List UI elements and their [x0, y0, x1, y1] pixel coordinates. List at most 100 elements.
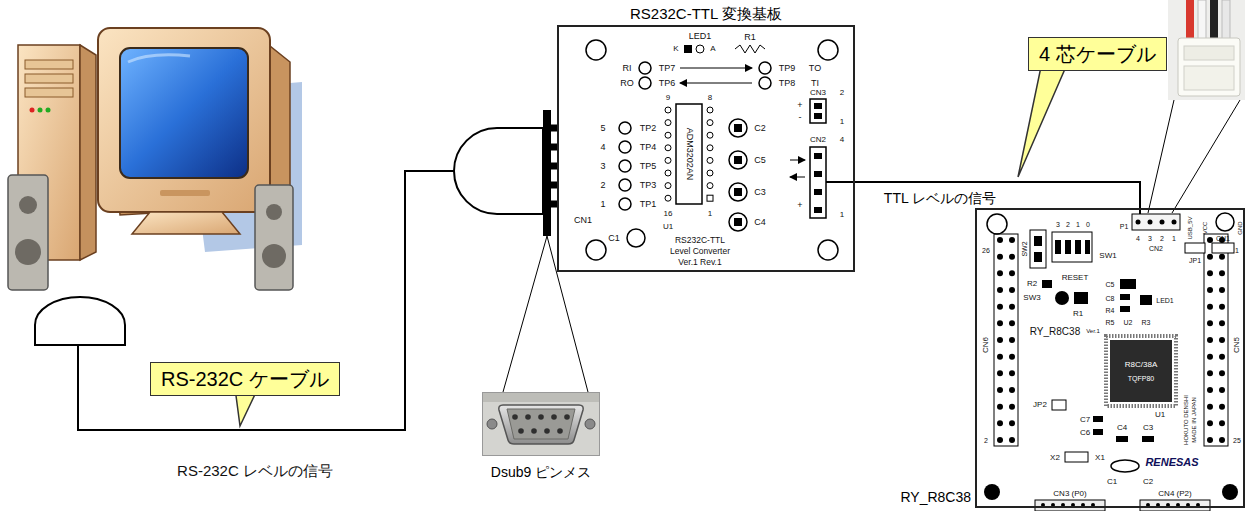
silkscreen-label: TI: [811, 79, 819, 88]
dsub-photo: [499, 405, 583, 444]
converter-board-art: [810, 147, 826, 218]
silkscreen-label: C5: [1106, 281, 1115, 288]
converter-board-art: [707, 132, 713, 138]
silkscreen-label: 8: [708, 94, 712, 102]
cable-connector-photo: [1184, 46, 1234, 60]
dsub-photo: [525, 414, 531, 420]
silkscreen-label: MADE IN JAPAN: [1191, 397, 1197, 443]
computer: [30, 108, 35, 113]
silkscreen-label: C2: [1143, 478, 1153, 486]
mcu-board-art: [1065, 452, 1088, 462]
silkscreen-label: 1: [1172, 235, 1176, 242]
dsub-plug: [543, 110, 551, 236]
converter-board-art: [814, 153, 822, 159]
converter-board-art: [619, 141, 631, 153]
mcu-board-art: [1219, 387, 1225, 393]
silkscreen-label: 1: [1076, 221, 1080, 228]
silkscreen-label: +: [797, 201, 802, 210]
computer: [8, 175, 48, 290]
converter-board-art: [676, 104, 702, 204]
silkscreen-label: 2: [1160, 235, 1164, 242]
silkscreen-label: 1: [840, 118, 844, 126]
mcu-board-art: [1075, 240, 1081, 254]
mcu-board-art: [1207, 304, 1213, 310]
mcu-board-art: [1207, 320, 1213, 326]
silkscreen-label: 3: [1056, 221, 1060, 228]
silkscreen-label: CN1: [1216, 235, 1230, 242]
mcu-board-art: [1172, 220, 1177, 225]
computer: [160, 190, 210, 196]
converter-board-art: [707, 183, 713, 189]
computer: [46, 108, 51, 113]
silkscreen-label: CN2: [810, 136, 826, 144]
node-heading: RS-232C ケーブル: [161, 367, 329, 391]
computer: [255, 185, 293, 290]
dsub-photo: [512, 414, 518, 420]
silkscreen-label: -: [799, 113, 802, 122]
mcu-board-art: [1207, 354, 1213, 360]
converter-board-art: [707, 120, 713, 126]
silkscreen-label: SW2: [1021, 241, 1028, 256]
mcu-board-art: [1219, 354, 1225, 360]
converter-board-art: [665, 132, 671, 138]
silkscreen-label: C7: [1080, 416, 1090, 424]
node-heading: RS232C-TTL 変換基板: [499, 5, 913, 23]
mcu-board-art: [997, 437, 1003, 443]
mcu-board-art: [1222, 484, 1238, 500]
mcu-board-art: [984, 484, 1000, 500]
mcu-board-art: [1219, 270, 1225, 276]
computer: [266, 204, 282, 220]
silkscreen-label: CN5: [1233, 337, 1241, 353]
silkscreen-label: CN1: [574, 216, 592, 225]
silkscreen-label: K: [673, 45, 678, 53]
dsub-plug: [454, 128, 543, 214]
converter-board-art: [790, 177, 805, 178]
mcu-board-art: [1009, 354, 1015, 360]
silkscreen-label: 1: [840, 211, 844, 219]
silkscreen-label: U1: [663, 223, 673, 231]
converter-board-art: [639, 77, 651, 89]
silkscreen-label: R4: [1106, 307, 1115, 314]
mcu-board-art: [997, 387, 1003, 393]
silkscreen-label: 0: [1086, 221, 1090, 228]
computer: [262, 244, 286, 268]
mcu-board-art: [1148, 220, 1153, 225]
cable-connector-photo: [1198, 0, 1206, 42]
converter-board-art: [729, 119, 747, 137]
converter-board-art: [814, 113, 822, 119]
computer: [38, 108, 43, 113]
cable-connector-photo: [1172, 100, 1240, 213]
converter-board-art: [729, 183, 747, 201]
silkscreen-label: 26: [982, 247, 990, 254]
mcu-board-art: [1111, 460, 1139, 472]
silkscreen-label: JP1: [1189, 257, 1201, 264]
mcu-board-art: [1110, 340, 1172, 402]
mcu-board-art: [997, 420, 1003, 426]
mcu-board-art: [997, 354, 1003, 360]
silkscreen-label: X1: [1095, 454, 1105, 462]
silkscreen-label: RY_R8C38: [1030, 327, 1080, 337]
dsub-photo: [551, 414, 557, 420]
dsub-photo: [518, 428, 524, 434]
callout-box: 4 芯ケーブル: [1028, 37, 1167, 71]
silkscreen-label: 4: [1136, 235, 1140, 242]
mcu-board-art: [1207, 337, 1213, 343]
mcu-board-art: [997, 370, 1003, 376]
mcu-board-art: [1219, 437, 1225, 443]
node-heading: RY_R8C38: [900, 489, 971, 506]
mcu-board-art: [997, 337, 1003, 343]
mcu-board-art: [1009, 270, 1015, 276]
converter-board-art: [729, 151, 747, 169]
mcu-board-art: [994, 234, 1018, 446]
silkscreen-label: ADM3202AN: [685, 128, 694, 181]
mcu-board-art: [1052, 232, 1092, 262]
silkscreen-label: CN6: [982, 337, 990, 353]
converter-board-art: [707, 145, 713, 151]
silkscreen-label: 1: [600, 200, 605, 209]
silkscreen-label: C1: [1107, 478, 1117, 486]
mcu-board-art: [1055, 291, 1069, 305]
converter-board-art: [818, 240, 838, 260]
silkscreen-label: CN3: [810, 89, 826, 97]
silkscreen-label: HOKUTO DENSHI: [1183, 395, 1189, 445]
